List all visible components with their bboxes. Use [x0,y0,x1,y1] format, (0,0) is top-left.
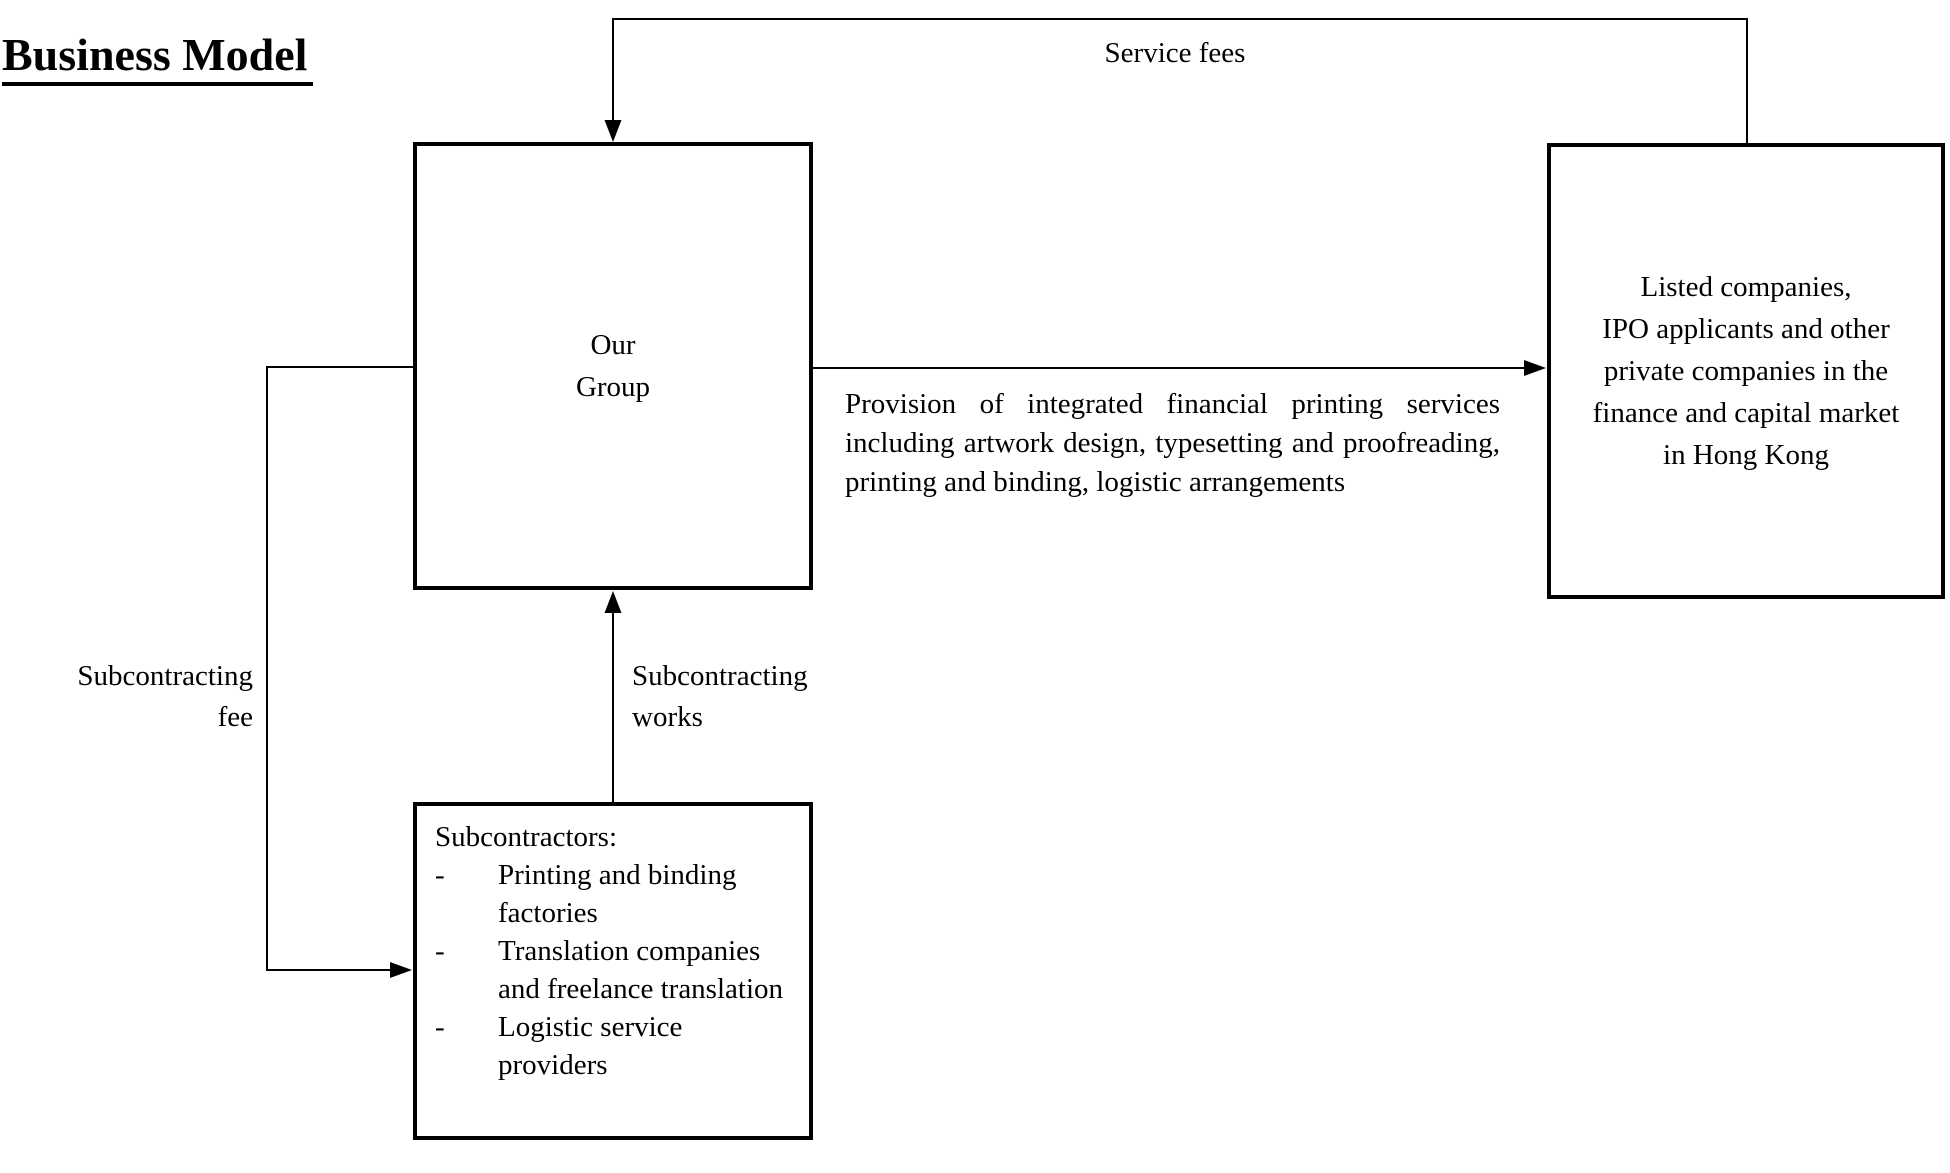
our-group-box-label: Our Group [575,329,651,403]
provision-of-services-label: Provision of integrated financial printi… [845,388,1500,498]
provision-arrow [813,360,1546,376]
clients-box: Listed companies, IPO applicants and oth… [1547,143,1945,599]
subcontractors-box: Subcontractors: - Printing and binding f… [413,802,813,1140]
list-item-label: Translation companies and freelance tran… [498,935,784,1005]
subcontractors-heading: Subcontractors: [435,821,618,853]
subcontracting-works-arrow [604,591,622,802]
list-item-bullet: - [435,935,445,967]
list-item-label: Logistic service providers [498,1011,683,1081]
subcontracting-fee-connector [266,366,413,978]
list-item: - Printing and binding factories [435,856,795,932]
list-item: - Translation companies and freelance tr… [435,932,795,1008]
list-item-bullet: - [435,1011,445,1043]
our-group-box: Our Group [413,142,813,590]
list-item-bullet: - [435,859,445,891]
list-item: - Logistic service providers [435,1008,795,1084]
subcontracting-fee-arrowhead-right-icon [390,962,412,978]
page-title: Business Model [2,28,314,86]
service-fees-connector [604,18,1748,143]
list-item-label: Printing and binding factories [498,859,737,929]
clients-box-label: Listed companies, IPO applicants and oth… [1592,271,1900,471]
service-fees-arrowhead-down-icon [604,120,622,142]
provision-arrowhead-right-icon [1524,360,1546,376]
service-fees-label: Service fees [1104,37,1246,69]
subcontracting-works-arrowhead-up-icon [604,591,622,613]
subcontracting-works-label: Subcontracting works [632,660,808,733]
subcontracting-fee-label: Subcontracting fee [77,660,253,733]
